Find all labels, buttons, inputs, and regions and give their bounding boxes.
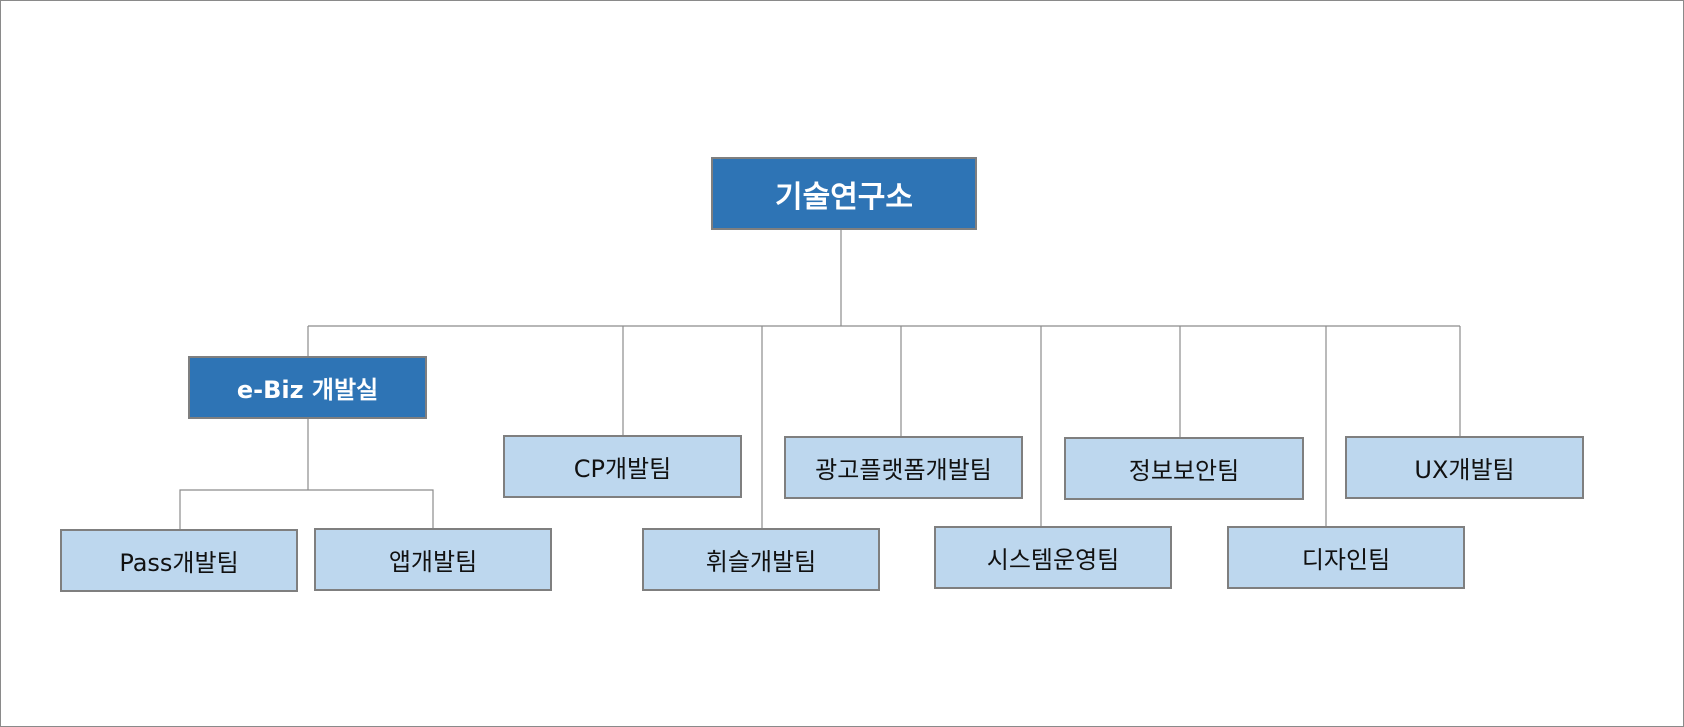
team-node-whisl: 휘슬개발팀	[642, 528, 880, 591]
team-node-system-ops: 시스템운영팀	[934, 526, 1172, 589]
connector-lines	[179, 230, 1461, 529]
team-node-design: 디자인팀	[1227, 526, 1465, 589]
ebiz-to-pass-line	[179, 489, 308, 529]
team-node-pass: Pass개발팀	[60, 529, 298, 592]
team-node-ux: UX개발팀	[1345, 436, 1584, 499]
team-node-cp: CP개발팀	[503, 435, 742, 498]
root-node-research-institute: 기술연구소	[711, 157, 977, 230]
ebiz-dev-office-node: e-Biz 개발실	[188, 356, 427, 419]
ebiz-to-app-line	[308, 489, 434, 528]
team-node-ad-platform: 광고플랫폼개발팀	[784, 436, 1023, 499]
team-node-info-security: 정보보안팀	[1064, 437, 1304, 500]
team-node-app: 앱개발팀	[314, 528, 552, 591]
